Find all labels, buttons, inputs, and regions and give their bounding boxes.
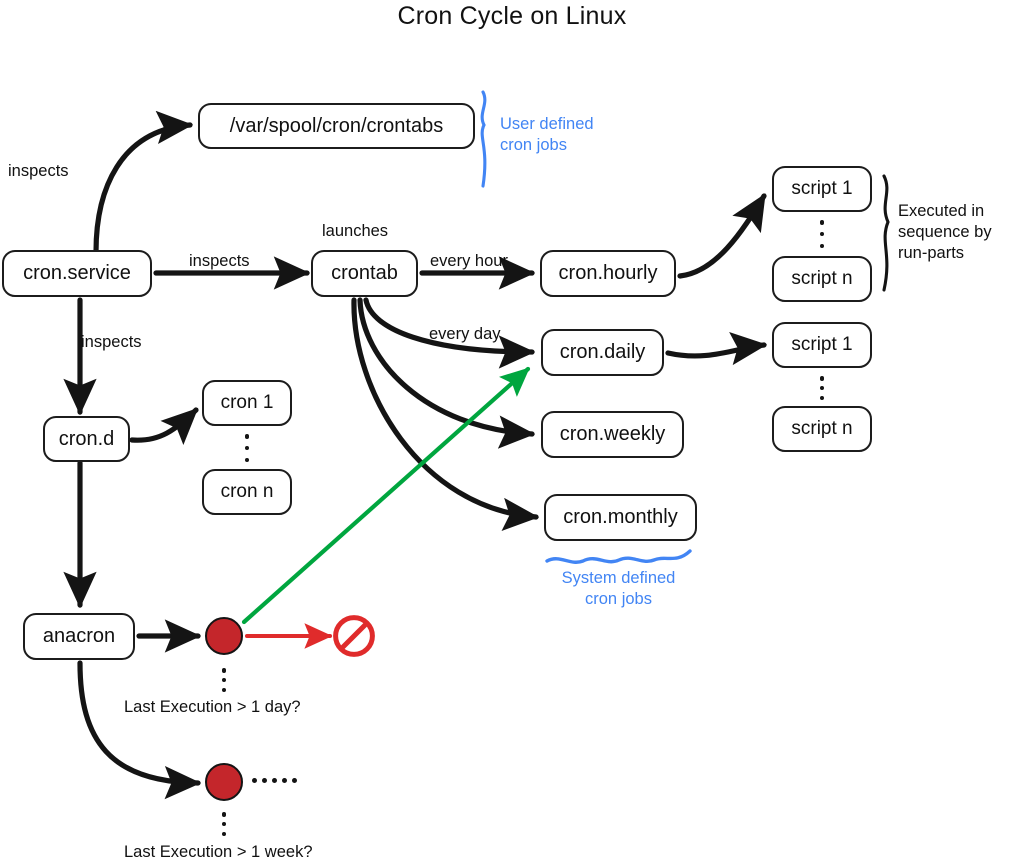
node-hourly-script-n[interactable]: script n <box>772 256 872 302</box>
node-cron-1[interactable]: cron 1 <box>202 380 292 426</box>
node-crontab-label: crontab <box>331 262 398 284</box>
brace-system-defined <box>545 549 692 564</box>
node-cron-monthly[interactable]: cron.monthly <box>544 494 697 541</box>
edge-label-every-day: every day <box>429 325 501 343</box>
ellipsis-daily-scripts <box>819 376 825 400</box>
node-hourly-script-1-label: script 1 <box>791 178 853 199</box>
edge-label-launches: launches <box>322 222 389 240</box>
brace-run-parts <box>882 174 890 292</box>
ellipsis-decision-week <box>221 812 227 836</box>
node-daily-script-1-label: script 1 <box>791 334 853 355</box>
node-cron-daily[interactable]: cron.daily <box>541 329 664 376</box>
ellipsis-decision-day <box>221 668 227 692</box>
node-hourly-script-n-label: script n <box>791 268 853 289</box>
annotation-run-parts-line3: run-parts <box>898 244 965 262</box>
annotation-user-defined-line1: User defined <box>500 115 594 133</box>
edge-label-inspects-crontab: inspects <box>189 252 250 270</box>
annotation-system-defined-line1: System defined <box>561 569 676 587</box>
annotation-user-defined: User defined cron jobs <box>500 114 594 156</box>
ellipsis-hourly-scripts <box>819 220 825 248</box>
node-cron-1-label: cron 1 <box>220 392 274 413</box>
node-cron-service[interactable]: cron.service <box>2 250 152 297</box>
node-crontabs-path[interactable]: /var/spool/cron/crontabs <box>198 103 475 149</box>
annotation-run-parts: Executed in sequence by run-parts <box>898 201 992 264</box>
decision-dot-icon-week[interactable] <box>205 763 243 801</box>
node-anacron[interactable]: anacron <box>23 613 135 660</box>
edge-hourly-to-script1 <box>677 193 767 279</box>
edge-service-to-crontabs <box>93 110 194 255</box>
node-cron-service-label: cron.service <box>23 262 131 284</box>
node-daily-script-1[interactable]: script 1 <box>772 322 872 368</box>
annotation-run-parts-line2: sequence by <box>898 223 992 241</box>
node-crontab[interactable]: crontab <box>311 250 418 297</box>
node-cron-d[interactable]: cron.d <box>43 416 130 462</box>
edge-label-every-hour: every hour <box>430 252 508 270</box>
node-crontabs-path-label: /var/spool/cron/crontabs <box>229 114 444 137</box>
node-cron-hourly[interactable]: cron.hourly <box>540 250 676 297</box>
node-cron-weekly-label: cron.weekly <box>559 423 666 445</box>
edge-crontab-to-weekly <box>357 297 536 449</box>
node-daily-script-n[interactable]: script n <box>772 406 872 452</box>
node-daily-script-n-label: script n <box>791 418 853 439</box>
caption-last-execution-week: Last Execution > 1 week? <box>124 843 313 861</box>
annotation-system-defined: System defined cron jobs <box>521 568 716 610</box>
ellipsis-decision-week-horizontal <box>252 778 297 783</box>
node-cron-daily-label: cron.daily <box>559 341 646 363</box>
node-cron-n-label: cron n <box>220 481 274 502</box>
edge-anacron-to-dot-week <box>77 660 202 800</box>
caption-last-execution-day: Last Execution > 1 day? <box>124 698 301 716</box>
brace-user-defined <box>480 90 487 188</box>
annotation-user-defined-line2: cron jobs <box>500 136 567 154</box>
node-cron-n[interactable]: cron n <box>202 469 292 515</box>
node-cron-weekly[interactable]: cron.weekly <box>541 411 684 458</box>
node-cron-monthly-label: cron.monthly <box>563 506 678 528</box>
node-cron-hourly-label: cron.hourly <box>558 262 658 284</box>
decision-dot-icon-day[interactable] <box>205 617 243 655</box>
node-hourly-script-1[interactable]: script 1 <box>772 166 872 212</box>
ellipsis-cron-d-entries <box>244 434 250 462</box>
node-anacron-label: anacron <box>42 625 116 647</box>
edge-daily-to-script1 <box>665 332 768 366</box>
node-cron-d-label: cron.d <box>58 427 115 450</box>
edge-crond-to-cron1 <box>129 407 199 446</box>
edge-label-inspects-crond: inspects <box>81 333 142 351</box>
page-title: Cron Cycle on Linux <box>397 2 627 30</box>
annotation-run-parts-line1: Executed in <box>898 202 985 220</box>
prohibition-icon <box>332 614 376 658</box>
edge-label-inspects-crontabs: inspects <box>8 162 69 180</box>
annotation-system-defined-line2: cron jobs <box>585 590 652 608</box>
